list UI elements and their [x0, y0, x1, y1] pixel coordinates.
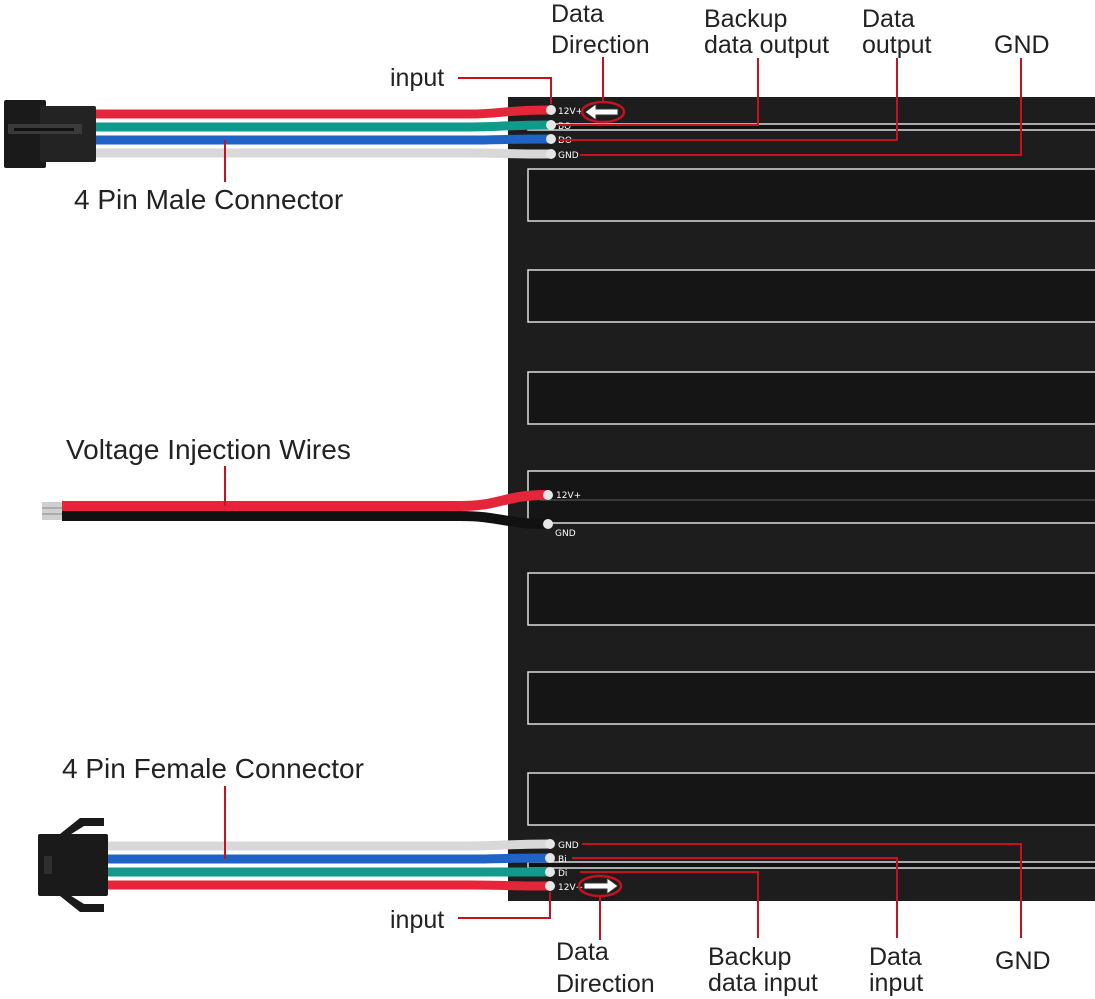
label-data-direction-line2: Direction [556, 970, 655, 998]
bottom-leader-lines [224, 786, 1022, 940]
pin-label-bo: BO [558, 122, 571, 132]
blue-wire [100, 853, 551, 864]
led-panel [508, 97, 1095, 901]
label-data-input-line2: input [869, 969, 923, 997]
male-connector-icon [4, 100, 96, 168]
solder-pad [545, 881, 555, 891]
red-injection-wire [62, 490, 547, 511]
female-connector-icon [38, 818, 108, 912]
label-data-direction-line1: Data [556, 938, 609, 966]
pin-label-gnd: GND [558, 151, 579, 161]
label-data-direction-line2: Direction [551, 31, 650, 59]
white-wire [100, 839, 551, 851]
led-slot [527, 168, 1095, 222]
label-input-top: input [390, 64, 444, 92]
leader-data-output [558, 58, 898, 141]
bare-wire-tip [42, 502, 62, 520]
label-backup-input-line1: Backup [708, 943, 791, 971]
solder-pad [545, 867, 555, 877]
white-wire [90, 148, 551, 159]
solder-pad [546, 120, 556, 130]
red-wire [90, 105, 551, 119]
solder-pad [545, 853, 555, 863]
pin-label-12v: 12V+ [558, 107, 583, 117]
bottom-solder-pads: GND Bi Di 12V+ [545, 839, 583, 893]
led-slot [527, 269, 1095, 323]
label-injection-wires: Voltage Injection Wires [66, 434, 351, 465]
pin-label-gnd: GND [555, 529, 576, 539]
label-data-input-line1: Data [869, 943, 922, 971]
leader-backup-input [580, 871, 759, 938]
green-wire [90, 120, 551, 132]
pin-label-bi: Bi [558, 855, 567, 865]
led-slot [527, 572, 1095, 626]
label-backup-input-line2: data input [708, 969, 818, 997]
injection-wires: 12V+ GND [42, 466, 581, 539]
led-slot [527, 861, 1095, 869]
pin-label-di: Di [558, 869, 567, 879]
label-female-connector: 4 Pin Female Connector [62, 753, 364, 784]
solder-pad [545, 839, 555, 849]
blue-wire [90, 134, 551, 145]
label-male-connector: 4 Pin Male Connector [74, 184, 343, 215]
leader-backup-output [558, 58, 759, 126]
pin-label-gnd: GND [558, 841, 579, 851]
label-backup-output-line1: Backup [704, 5, 787, 33]
led-slot [527, 772, 1095, 826]
solder-pad [546, 149, 556, 159]
label-data-direction-line1: Data [551, 0, 604, 28]
leader-gnd [580, 58, 1022, 156]
label-backup-output-line2: data output [704, 31, 829, 59]
label-data-output-line1: Data [862, 5, 915, 33]
solder-pad [543, 519, 553, 529]
red-wire [100, 880, 551, 891]
label-data-output-line2: output [862, 31, 932, 59]
leader-data-input [572, 857, 898, 938]
pin-label-12v: 12V+ [558, 883, 583, 893]
label-gnd-top: GND [994, 31, 1050, 59]
solder-pad [546, 134, 556, 144]
pin-label-12v: 12V+ [556, 491, 581, 501]
led-slot [527, 671, 1095, 725]
top-leader-lines [224, 57, 1022, 182]
led-slot [527, 470, 1095, 524]
black-injection-wire [62, 511, 547, 529]
solder-pad [543, 490, 553, 500]
solder-pad [546, 105, 556, 115]
led-slot [527, 371, 1095, 425]
leader-input [458, 77, 552, 104]
label-gnd-bottom: GND [995, 947, 1051, 975]
leader-input [458, 892, 551, 919]
bottom-wire-bundle [100, 839, 551, 891]
top-wire-bundle [90, 105, 551, 159]
leader-gnd [582, 843, 1022, 938]
label-input-bottom: input [390, 906, 444, 934]
